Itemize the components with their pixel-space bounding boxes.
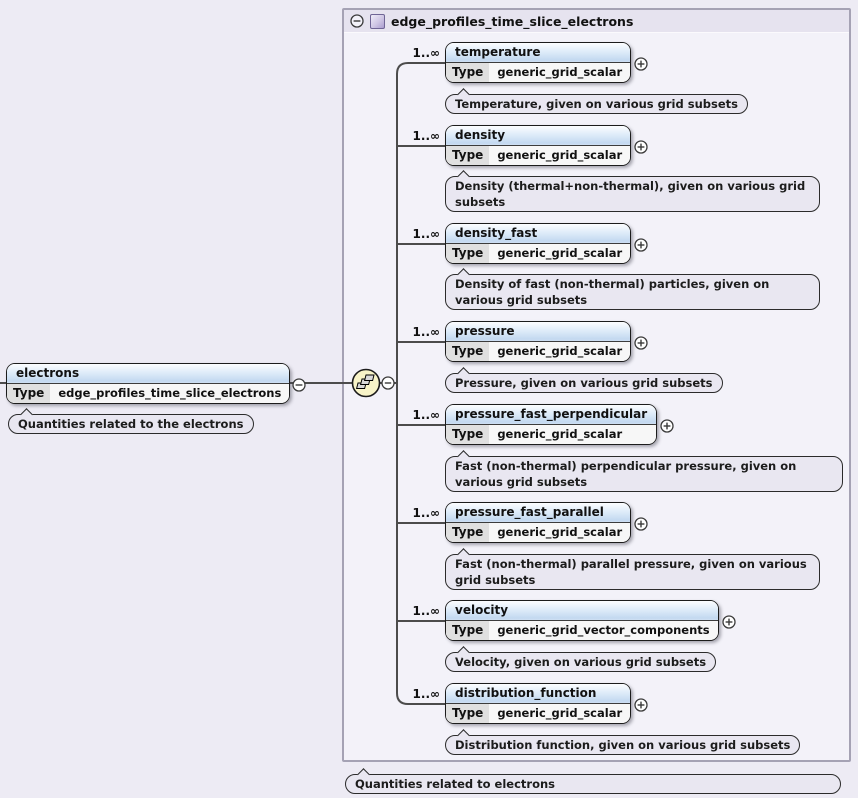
type-value: generic_grid_scalar [497,427,623,441]
expand-icon[interactable] [660,419,674,433]
type-label: Type [446,63,490,82]
occurs-label: 1..∞ [412,604,440,618]
type-label: Type [7,384,51,403]
occurs-label: 1..∞ [412,129,440,143]
type-label: Type [446,523,490,542]
element-box-pressure-fast-perpendicular[interactable]: pressure_fast_perpendicular Type generic… [445,404,674,445]
container-title: edge_profiles_time_slice_electrons [391,13,634,29]
occurs-label: 1..∞ [412,325,440,339]
element-name: distribution_function [446,684,631,704]
element-name: pressure [446,322,631,342]
annotation-pressure-fast-perpendicular: Fast (non-thermal) perpendicular pressur… [445,456,843,492]
expand-icon[interactable] [634,336,648,350]
expand-icon[interactable] [634,238,648,252]
element-name: density_fast [446,224,631,244]
annotation-electrons: Quantities related to the electrons [8,414,254,434]
type-label: Type [446,244,490,263]
expand-icon[interactable] [634,517,648,531]
type-value: generic_grid_scalar [497,246,623,260]
annotation-density: Density (thermal+non-thermal), given on … [445,176,820,212]
element-box-distribution-function[interactable]: distribution_function Type generic_grid_… [445,683,648,724]
type-value: generic_grid_scalar [497,148,623,162]
element-name: pressure_fast_parallel [446,503,631,523]
element-box-temperature[interactable]: temperature Type generic_grid_scalar [445,42,648,83]
container-header: edge_profiles_time_slice_electrons [344,10,849,33]
type-value: generic_grid_scalar [497,344,623,358]
occurs-label: 1..∞ [412,46,440,60]
annotation-container: Quantities related to electrons [345,774,841,794]
annotation-distribution-function: Distribution function, given on various … [445,735,801,755]
expand-icon[interactable] [634,57,648,71]
annotation-velocity: Velocity, given on various grid subsets [445,652,717,672]
expand-icon[interactable] [634,140,648,154]
type-value: generic_grid_scalar [497,525,623,539]
type-value: edge_profiles_time_slice_electrons [58,386,282,400]
expand-icon[interactable] [634,698,648,712]
collapse-icon[interactable] [292,378,306,392]
annotation-density-fast: Density of fast (non-thermal) particles,… [445,274,820,310]
element-box-density-fast[interactable]: density_fast Type generic_grid_scalar [445,223,648,264]
annotation-pressure-fast-parallel: Fast (non-thermal) parallel pressure, gi… [445,554,820,590]
element-box-density[interactable]: density Type generic_grid_scalar [445,125,648,166]
type-value: generic_grid_vector_components [497,623,710,637]
type-label: Type [446,342,490,361]
type-label: Type [446,621,490,640]
element-box-pressure-fast-parallel[interactable]: pressure_fast_parallel Type generic_grid… [445,502,648,543]
type-value: generic_grid_scalar [497,65,623,79]
occurs-label: 1..∞ [412,506,440,520]
element-name: electrons [7,364,290,384]
complex-type-icon [370,13,385,29]
annotation-pressure: Pressure, given on various grid subsets [445,373,723,393]
element-name: pressure_fast_perpendicular [446,405,657,425]
occurs-label: 1..∞ [412,408,440,422]
expand-icon[interactable] [721,615,736,629]
element-box-pressure[interactable]: pressure Type generic_grid_scalar [445,321,648,362]
type-label: Type [446,146,490,165]
element-name: temperature [446,43,631,63]
annotation-temperature: Temperature, given on various grid subse… [445,94,748,114]
type-label: Type [446,704,490,723]
element-box-velocity[interactable]: velocity Type generic_grid_vector_compon… [445,600,736,641]
type-value: generic_grid_scalar [497,706,623,720]
element-name: velocity [446,601,718,621]
collapse-icon[interactable] [350,14,364,28]
occurs-label: 1..∞ [412,227,440,241]
element-name: density [446,126,631,146]
element-box-electrons[interactable]: electrons Type edge_profiles_time_slice_… [6,363,306,404]
type-label: Type [446,425,490,444]
occurs-label: 1..∞ [412,687,440,701]
